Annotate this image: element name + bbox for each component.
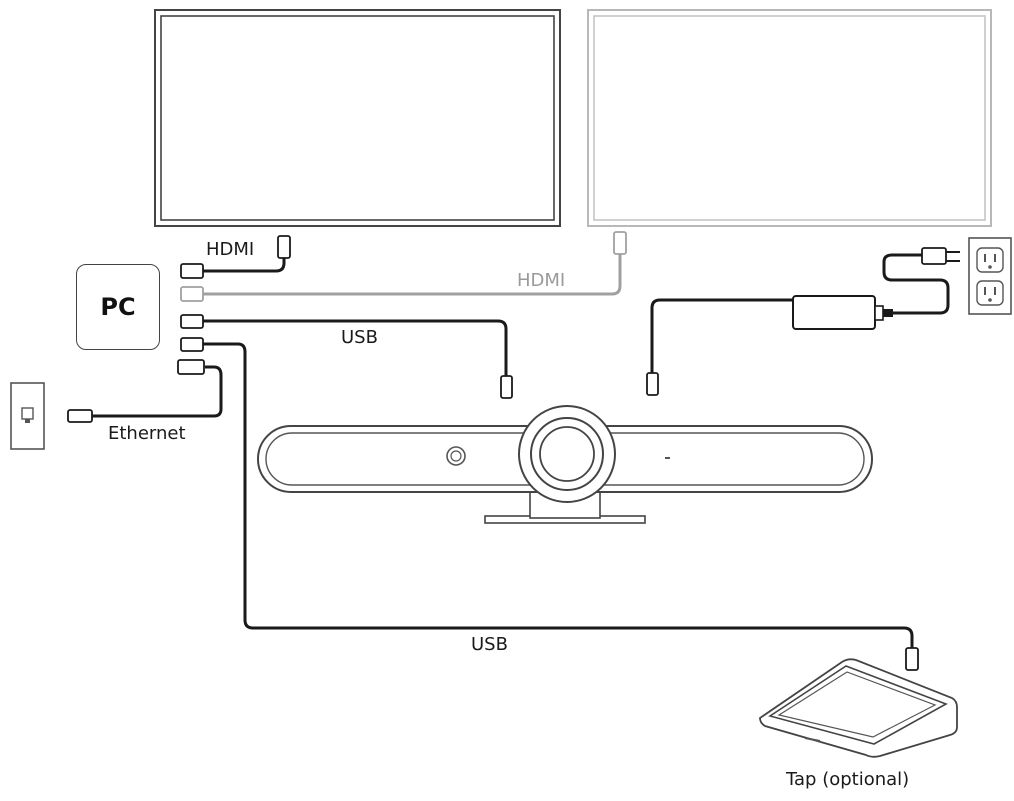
power-outlet-icon — [968, 237, 1012, 315]
usb-cable-tap — [180, 337, 919, 671]
power-brick-icon — [792, 295, 893, 330]
power-cable-camera — [646, 298, 793, 396]
video-bar-icon — [257, 405, 873, 524]
power-cord-wall — [882, 247, 960, 315]
usb-cable-camera — [180, 314, 513, 399]
usb-camera-label: USB — [341, 327, 378, 348]
tap-label: Tap (optional) — [786, 769, 910, 790]
pc-label: PC — [100, 293, 136, 321]
pc-box: PC — [76, 264, 160, 350]
hdmi-cable-secondary — [180, 231, 627, 302]
ethernet-cable — [67, 359, 223, 423]
usb-tap-label: USB — [471, 634, 508, 655]
hdmi-cable-primary — [180, 235, 291, 279]
ethernet-jack-icon — [10, 382, 45, 450]
secondary-display-icon — [587, 9, 992, 227]
primary-display-icon — [154, 9, 561, 227]
ethernet-label: Ethernet — [108, 423, 186, 444]
hdmi-secondary-label: HDMI — [517, 270, 566, 291]
hdmi-primary-label: HDMI — [206, 239, 255, 260]
touch-controller-icon — [759, 658, 958, 758]
